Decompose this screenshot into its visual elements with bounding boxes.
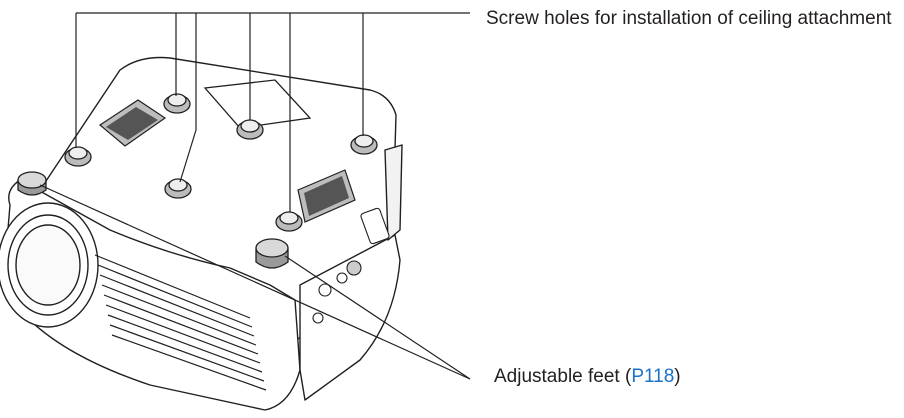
- bottom-vent: [98, 99, 167, 147]
- leader-lines: [39, 12, 471, 380]
- front-vent-grille: [94, 254, 267, 391]
- screw-hole: [163, 93, 191, 114]
- adjustable-feet: [17, 171, 289, 269]
- side-panel: [384, 144, 403, 241]
- screw-holes: [64, 93, 378, 232]
- feet-leader: [39, 184, 471, 380]
- screw-holes-leader: [179, 129, 197, 183]
- adjustable-foot-left: [17, 171, 47, 196]
- bottom-cover: [203, 79, 312, 129]
- screw-hole: [275, 211, 303, 232]
- adjustable-feet-label-close: ): [674, 366, 681, 387]
- lens-glass: [15, 224, 81, 306]
- side-connectors: [312, 207, 390, 324]
- screw-hole: [236, 119, 264, 140]
- screw-holes-label: Screw holes for installation of ceiling …: [486, 8, 892, 29]
- feet-leader: [284, 255, 471, 380]
- screw-hole: [164, 178, 192, 199]
- side-housing: [299, 234, 401, 401]
- lens: [0, 202, 99, 328]
- screw-hole: [64, 146, 92, 167]
- adjustable-foot-right: [255, 238, 289, 269]
- adjustable-feet-label: Adjustable feet (P118): [494, 364, 681, 390]
- adjustable-feet-label-text: Adjustable feet (: [494, 366, 632, 387]
- side-vent: [297, 169, 356, 223]
- page-ref-link[interactable]: P118: [631, 366, 675, 387]
- screw-hole: [350, 134, 378, 155]
